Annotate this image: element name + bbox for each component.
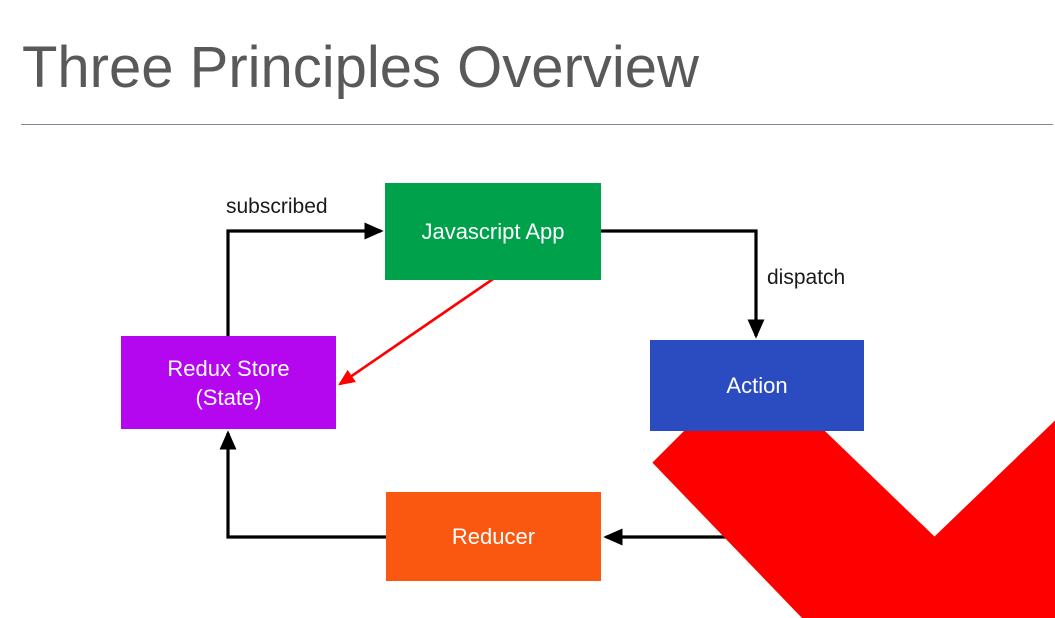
node-reducer-label: Reducer bbox=[451, 524, 536, 549]
node-action[interactable]: Action bbox=[650, 340, 864, 431]
edge-label-subscribed: subscribed bbox=[226, 195, 328, 218]
title-divider bbox=[21, 124, 1053, 125]
red-x-icon bbox=[407, 335, 1055, 618]
page-title: Three Principles Overview bbox=[22, 35, 699, 100]
edge-blocked-direct-line bbox=[338, 277, 494, 386]
node-javascript-app[interactable]: Javascript App bbox=[385, 183, 601, 280]
node-javascript-app-label: Javascript App bbox=[421, 219, 565, 244]
edge-reducer-to-store-line bbox=[219, 430, 386, 539]
node-action-label: Action bbox=[726, 373, 788, 398]
node-redux-store[interactable]: Redux Store (State) bbox=[121, 336, 336, 429]
node-redux-store-label: Redux Store (State) bbox=[167, 355, 290, 410]
node-reducer[interactable]: Reducer bbox=[386, 492, 601, 581]
edge-label-dispatch: dispatch bbox=[767, 266, 846, 289]
edge-subscribed-line bbox=[226, 222, 384, 336]
edge-dispatch-line bbox=[601, 229, 765, 339]
